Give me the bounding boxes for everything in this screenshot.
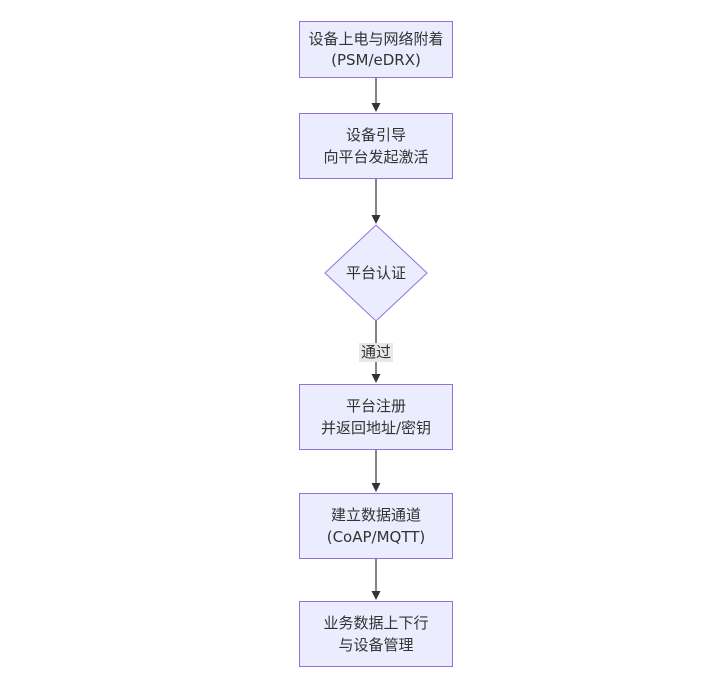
- arrowhead-icon: [371, 483, 381, 492]
- node-device-attach-label: 设备上电与网络附着 (PSM/eDRX): [308, 29, 444, 69]
- node-device-attach: 设备上电与网络附着 (PSM/eDRX): [299, 21, 453, 78]
- decision-diamond-shape: [324, 224, 428, 322]
- node-data-channel-label: 建立数据通道 (CoAP/MQTT): [326, 506, 426, 546]
- node-platform-register: 平台注册 并返回地址/密钥: [299, 384, 453, 450]
- node-business-data: 业务数据上下行 与设备管理: [299, 601, 453, 667]
- node-bootstrap: 设备引导 向平台发起激活: [299, 113, 453, 179]
- edge-label-pass: 通过: [358, 343, 394, 362]
- arrowhead-icon: [371, 374, 381, 383]
- node-platform-register-label: 平台注册 并返回地址/密钥: [320, 397, 432, 437]
- node-data-channel: 建立数据通道 (CoAP/MQTT): [299, 493, 453, 559]
- arrowhead-icon: [371, 591, 381, 600]
- arrowhead-icon: [371, 103, 381, 112]
- arrowhead-icon: [371, 215, 381, 224]
- node-business-data-label: 业务数据上下行 与设备管理: [323, 614, 429, 654]
- node-bootstrap-label: 设备引导 向平台发起激活: [323, 126, 429, 166]
